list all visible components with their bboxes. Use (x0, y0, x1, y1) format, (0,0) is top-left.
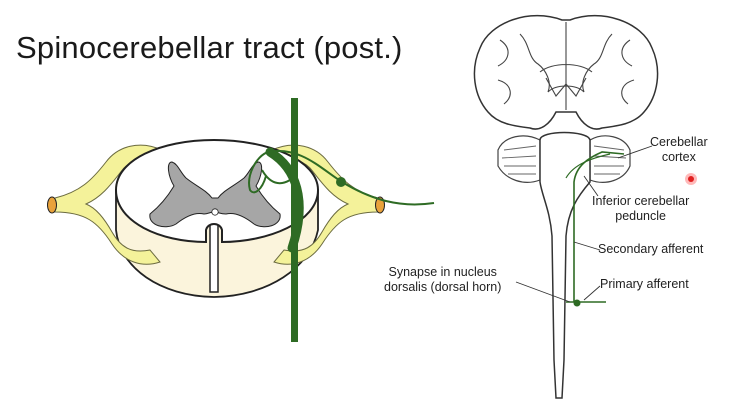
leader-inferior-peduncle (583, 175, 599, 197)
label-inferior-peduncle-line1: Inferior cerebellar (592, 194, 690, 208)
cerebellum (497, 135, 541, 183)
ventricles (545, 77, 587, 97)
primary-afferent-fibre (248, 150, 435, 206)
cerebral-gyri (497, 22, 635, 110)
left-nerve-end (47, 196, 57, 214)
label-inferior-cerebellar-peduncle: Inferior cerebellar peduncle (592, 194, 689, 224)
leader-secondary-afferent (573, 241, 601, 251)
label-cerebellar-cortex: Cerebellar cortex (650, 135, 708, 165)
label-inferior-peduncle-line2: peduncle (615, 209, 666, 223)
inferior-peduncle-fibre (565, 153, 611, 179)
nucleus-dorsalis-synapse (573, 299, 581, 307)
brainstem-spinal-cord (539, 131, 591, 399)
label-synapse-line2: dorsalis (dorsal horn) (384, 280, 502, 294)
dorsal-root-ganglion-cell (336, 177, 346, 187)
cerebellar-folia (501, 145, 627, 175)
secondary-afferent-fibre (261, 169, 291, 185)
slide-title: Spinocerebellar tract (post.) (16, 30, 403, 65)
label-synapse-line1: Synapse in nucleus (388, 265, 497, 279)
cerebellum-right (589, 135, 631, 183)
leader-cerebellar-cortex (617, 145, 653, 159)
label-cerebellar-cortex-line1: Cerebellar (650, 135, 708, 149)
leader-synapse (515, 281, 571, 303)
label-synapse-nucleus-dorsalis: Synapse in nucleus dorsalis (dorsal horn… (384, 265, 501, 295)
posterior-spinocerebellar-tract (265, 147, 304, 253)
label-cerebellar-cortex-line2: cortex (661, 150, 696, 164)
ventral-fissure (209, 225, 219, 293)
label-primary-afferent: Primary afferent (600, 277, 689, 291)
pointer-dot (688, 176, 694, 182)
leader-primary-afferent (583, 285, 601, 301)
label-secondary-afferent: Secondary afferent (598, 242, 704, 256)
central-canal (211, 208, 219, 216)
